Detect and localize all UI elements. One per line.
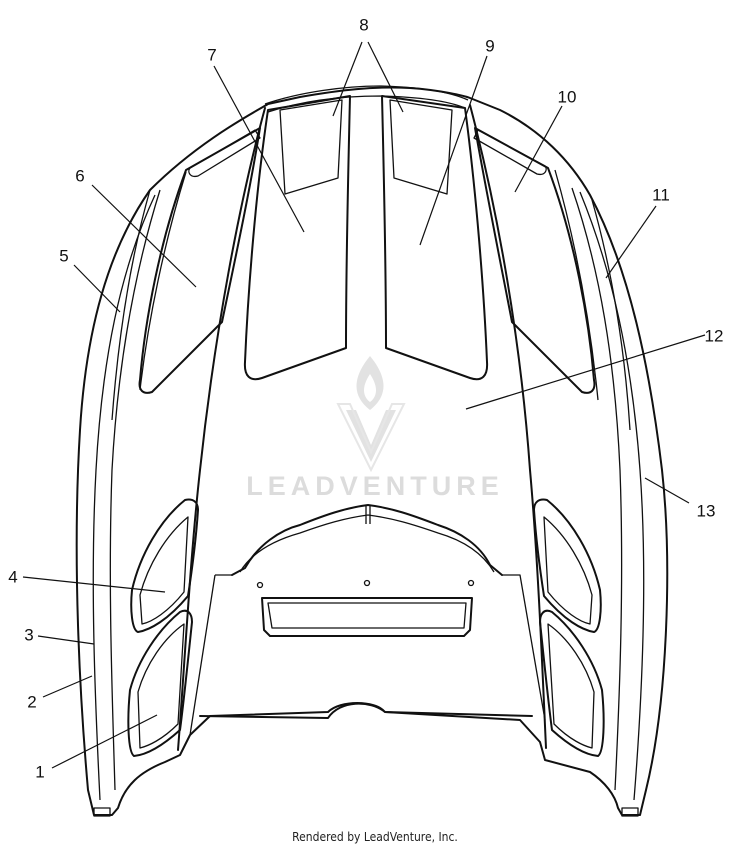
callout-label-13: 13 (697, 501, 716, 520)
callout-label-9: 9 (485, 36, 494, 55)
hood-right-stripe-inner (554, 169, 599, 401)
decal-8-right-panel (389, 99, 453, 195)
hood-left-center-ridge (177, 107, 266, 751)
callout-label-2: 2 (27, 692, 36, 711)
callout-leader-1 (51, 714, 158, 769)
hood-left-stripe-outer (111, 189, 151, 421)
right-latch-tab (621, 807, 639, 817)
hood-top-front-lip (264, 85, 469, 105)
hood-right-center-ridge (469, 104, 547, 749)
callout-label-3: 3 (24, 625, 33, 644)
callout-leader-10 (514, 105, 563, 193)
watermark: LEADVENTURE (246, 356, 504, 501)
hood-left-edge-line (92, 194, 156, 801)
hood-right-stripe-outer (591, 199, 631, 431)
callout-leader-12 (465, 334, 706, 410)
callout-label-6: 6 (75, 166, 84, 185)
decal-8-left-panel (279, 99, 343, 195)
vent-left-upper (130, 498, 199, 633)
callout-leader-2 (42, 675, 93, 698)
hood (75, 85, 669, 817)
mounting-hole (256, 581, 264, 589)
hood-left-stripe-inner (139, 171, 187, 391)
dash-panel (189, 574, 546, 736)
windshield-mount-ridge (231, 504, 503, 576)
callout-leader-11 (605, 205, 657, 279)
callout-leader-4 (22, 576, 166, 593)
decal-6-left-upper (138, 127, 261, 394)
mounting-hole (467, 579, 475, 587)
decal-7-center-left (243, 95, 351, 381)
vent-left-lower-inner (137, 623, 185, 749)
callout-leader-7 (213, 65, 305, 233)
vent-left-upper-inner (139, 516, 189, 625)
gauge-opening-inner (267, 602, 467, 629)
decal-10-top-strip (473, 129, 547, 176)
callout-label-1: 1 (35, 762, 44, 781)
callout-leader-9 (419, 55, 488, 246)
callout-leader-6 (91, 184, 197, 288)
hood-outer-shell (75, 86, 669, 816)
callout-label-11: 11 (652, 185, 670, 204)
callout-leader-3 (37, 635, 95, 645)
hood-front-lip (199, 702, 533, 719)
vent-right-lower-inner (547, 623, 595, 749)
footer-credit: Rendered by LeadVenture, Inc. (292, 830, 458, 844)
vent-right-lower (539, 609, 605, 757)
decal-6-top-strip (188, 129, 261, 178)
callout-label-10: 10 (558, 87, 577, 106)
decal-9-center-right (381, 95, 489, 381)
gauge-opening (261, 597, 473, 637)
vent-right-upper-inner (543, 516, 593, 625)
callout-label-5: 5 (59, 246, 68, 265)
callout-label-12: 12 (705, 326, 724, 345)
callout-leader-13 (644, 477, 690, 504)
callout-label-7: 7 (207, 45, 216, 64)
watermark-text: LEADVENTURE (246, 471, 504, 501)
callout-label-8: 8 (359, 15, 368, 34)
mounting-hole (363, 579, 371, 587)
callout-label-4: 4 (8, 567, 17, 586)
center-stake (365, 506, 371, 524)
vent-left-lower (127, 609, 193, 757)
callout-leader-8 (367, 41, 404, 113)
hood-right-inner-side (571, 187, 623, 791)
callout-leader-5 (73, 264, 121, 313)
hood-left-inner-side (109, 189, 161, 791)
vent-right-upper (533, 498, 602, 633)
decal-10-right-upper (474, 127, 596, 394)
leadventure-flame-v-logo (336, 356, 406, 473)
windshield-mount-inner (239, 514, 495, 573)
callout-leader-8 (332, 41, 363, 117)
left-latch-tab (93, 807, 111, 817)
